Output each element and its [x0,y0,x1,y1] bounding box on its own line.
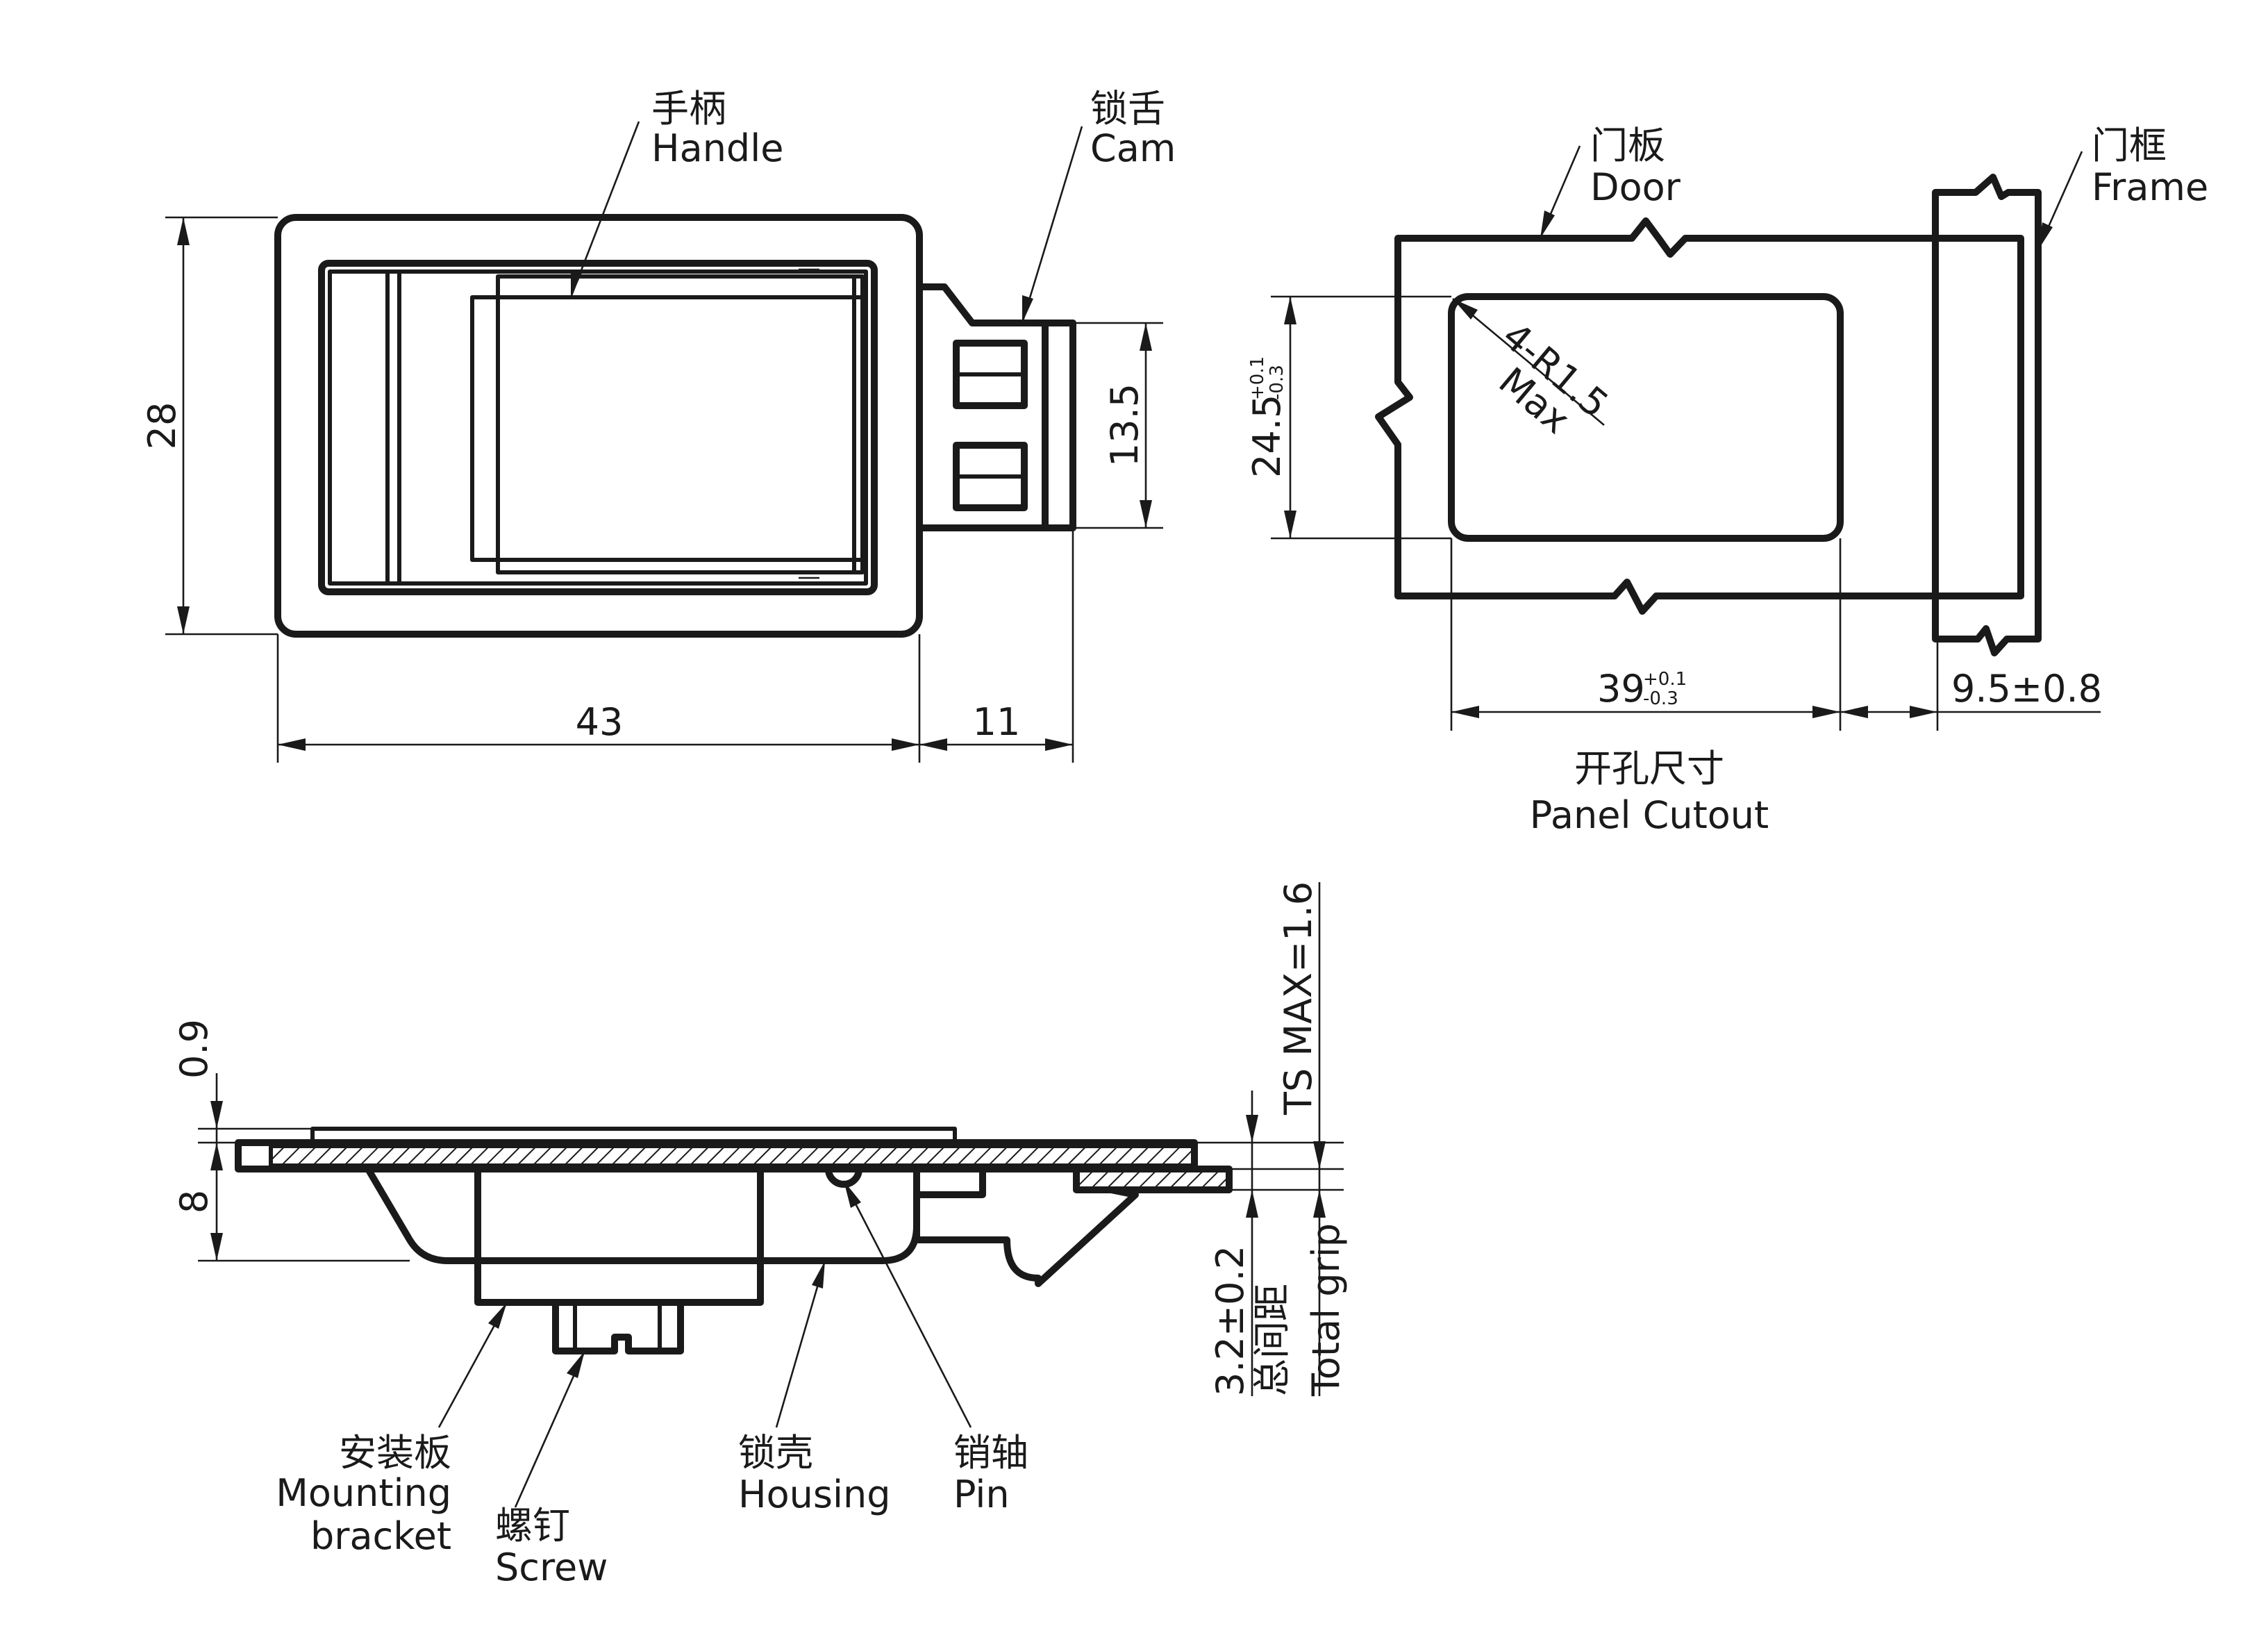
dim-arrow [1045,738,1073,751]
label-door-cn: 门板 [1590,124,1665,167]
dim-arrow [1840,706,1868,718]
label-bracket-cn: 安装板 [339,1431,451,1475]
dim-cam-extension-text: 11 [973,700,1021,744]
dim-arrow [1246,1190,1258,1218]
label-handle-en: Handle [651,126,783,170]
dim-arrow [892,738,919,751]
dim-arrow [1284,297,1296,324]
outer-bezel [274,214,923,638]
dim-arrow [210,1233,223,1261]
leader-arrow [567,1351,585,1378]
handle-grip [496,274,865,574]
mounting-bracket [474,1166,764,1306]
dim-arrow [210,1143,223,1170]
bezel-recess [328,270,868,586]
label-bracket-en2: bracket [310,1514,451,1558]
dim-arrow [1313,1190,1326,1218]
panel-cutout-view: 4-R1.5 Max 24.5 +0.1 -0.3 39 +0.1 -0.3 9… [1245,124,2208,837]
leader-line-housing [775,1260,826,1428]
label-bracket-en1: Mounting [276,1471,451,1515]
leader-line-cam [1021,126,1083,324]
leader-arrow [1022,295,1033,323]
dim-width-text: 43 [576,700,624,744]
dim-arrow [1140,500,1152,528]
dim-arrow [1284,511,1296,538]
leader-arrow [844,1181,861,1208]
label-cam-en: Cam [1090,126,1176,170]
leader-arrow [1540,210,1555,238]
dim-arrow [177,606,190,634]
flange-hatched [269,1144,1196,1168]
label-door-en: Door [1590,165,1681,209]
dim-cutout-height-text: 24.5 [1245,395,1289,478]
cam-profile [913,1169,1139,1287]
label-grip-cn: 总间距 [1250,1284,1294,1396]
dim-arrow [919,738,947,751]
dim-housing-depth-text: 8 [172,1190,216,1213]
dim-arrow [1910,706,1937,718]
dim-arrow [278,738,306,751]
leader-line-screw [514,1350,586,1508]
radius-arrow [1453,299,1478,320]
label-housing-en: Housing [738,1473,891,1516]
dim-cutout-height-tol-minus: -0.3 [1267,365,1287,400]
dim-cutout-height-tol-plus: +0.1 [1247,356,1268,400]
inner-bezel [318,260,878,595]
dim-arrow [177,217,190,245]
radius-leader [1452,298,1605,426]
label-frame-cn: 门框 [2092,124,2167,167]
label-screw-cn: 螺钉 [495,1504,570,1548]
leader-arrow [488,1302,507,1329]
label-cam-cn: 锁舌 [1090,87,1165,131]
cutout [1448,293,1844,542]
leader-arrow [812,1261,825,1288]
label-pin-cn: 销轴 [953,1431,1028,1475]
dim-cutout-width-text: 39 [1597,667,1645,711]
dim-arrow [1246,1115,1258,1143]
leader-line-handle [569,121,640,298]
dim-arrow [1451,706,1479,718]
leader-line-pin [842,1180,972,1428]
door-frame [1932,174,2042,656]
leader-arrow [571,270,582,297]
dim-flange-thickness-text: 0.9 [172,1019,216,1079]
label-housing-cn: 锁壳 [738,1431,813,1475]
dim-cutout-width-tol-plus: +0.1 [1643,669,1687,690]
label-cutout-en: Panel Cutout [1530,793,1769,837]
door-section [1073,1166,1233,1193]
dim-frame-offset-text: 9.5±0.8 [1951,667,2102,711]
dim-arrow [1812,706,1840,718]
dim-cutout-width-tol-minus: -0.3 [1643,688,1678,709]
label-frame-en: Frame [2092,165,2208,209]
label-grip-en: Total grip [1304,1223,1348,1397]
dim-arrow [1140,323,1152,351]
cam-plate [1042,320,1076,531]
front-view: 28 43 11 13.5 手柄 Handle 锁舌 Cam [140,87,1176,763]
dim-ts-max-text: TS MAX=1.6 [1276,881,1320,1116]
pin-circle [825,1168,862,1188]
screw [552,1302,684,1354]
label-cutout-cn: 开孔尺寸 [1574,747,1724,790]
door-panel [1375,217,2024,615]
label-pin-en: Pin [953,1473,1010,1516]
side-view: 0.9 8 TS MAX=1.6 3.2±0.2 总间距 Total grip … [172,881,1348,1589]
label-screw-en: Screw [495,1546,608,1589]
dim-cam-width-text: 13.5 [1103,383,1146,467]
dim-arrow [1313,1141,1326,1169]
dim-arrow [210,1101,223,1129]
handle-body [470,295,867,562]
dim-height-text: 28 [140,402,184,450]
dim-grip-text: 3.2±0.2 [1208,1245,1252,1396]
leader-arrow [2038,222,2053,250]
label-handle-cn: 手柄 [651,87,726,131]
